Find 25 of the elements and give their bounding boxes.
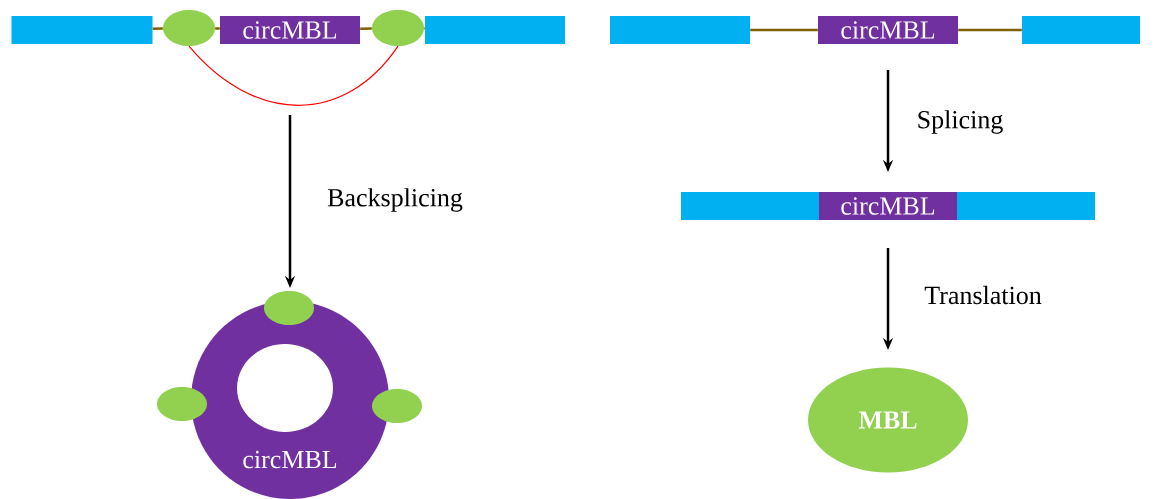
curve — [188, 45, 399, 106]
edge-label: Splicing — [915, 109, 1005, 135]
line — [958, 28, 1022, 32]
ellipse — [372, 10, 424, 46]
exon-box: circMBL — [819, 192, 957, 220]
ellipse — [163, 10, 215, 46]
line — [360, 27, 372, 30]
line — [152, 27, 163, 30]
exon-bar — [425, 16, 565, 44]
exon-box: circMBL — [220, 16, 360, 44]
edge-label: Translation — [923, 284, 1043, 306]
ellipse — [372, 389, 422, 423]
ellipse — [264, 291, 314, 325]
line — [215, 27, 220, 30]
line — [424, 27, 425, 30]
exon-bar — [11, 16, 153, 44]
ring: circMBL — [191, 301, 389, 499]
exon-bar — [1022, 16, 1140, 44]
exon-bar — [681, 192, 819, 220]
exon-box: circMBL — [818, 16, 958, 44]
exon-bar — [610, 16, 750, 44]
line — [750, 28, 818, 32]
ellipse — [157, 387, 207, 421]
edge-label: Backsplicing — [326, 187, 464, 213]
exon-bar — [957, 192, 1095, 220]
